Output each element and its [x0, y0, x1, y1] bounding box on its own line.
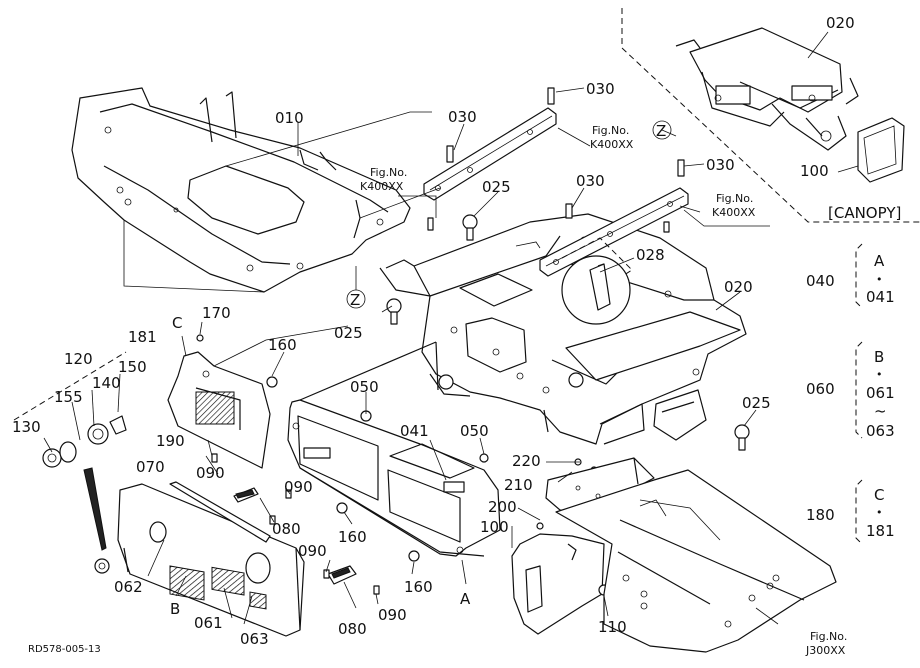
- label-063: 063: [240, 630, 269, 648]
- label-080-b: 080: [338, 620, 367, 638]
- fig-no-a: Fig.No.: [592, 124, 629, 137]
- bolts-025: [386, 214, 750, 451]
- label-210: 210: [504, 476, 533, 494]
- label-190: 190: [156, 432, 185, 450]
- dot-c: •: [876, 506, 883, 519]
- plates-080: [233, 487, 357, 585]
- canopy-section: [621, 8, 920, 223]
- marker-z-circle-b: [346, 289, 366, 309]
- detail-028: [561, 237, 633, 325]
- label-140: 140: [92, 374, 121, 392]
- label-060: 060: [806, 380, 835, 398]
- label-181-range: 181: [866, 522, 895, 540]
- marker-z-circle-a: [652, 120, 672, 140]
- marker-c: C: [172, 314, 182, 332]
- label-025-a: 025: [482, 178, 511, 196]
- label-061: 061: [194, 614, 223, 632]
- marker-a: A: [460, 590, 471, 608]
- label-181: 181: [128, 328, 157, 346]
- label-100-canopy: 100: [800, 162, 829, 180]
- fig-no-c: Fig.No.: [716, 192, 753, 205]
- label-028: 028: [636, 246, 665, 264]
- canopy-divider: [621, 8, 920, 223]
- label-025-b: 025: [334, 324, 363, 342]
- label-090-a: 090: [196, 464, 225, 482]
- tilde: ~: [874, 402, 887, 420]
- group-bracket-120: [13, 351, 127, 421]
- fig-code-c: K400XX: [712, 206, 756, 219]
- label-041: 041: [400, 422, 429, 440]
- label-050-a: 050: [350, 378, 379, 396]
- bracket-200: [511, 533, 610, 635]
- label-070: 070: [136, 458, 165, 476]
- fig-code-a: K400XX: [590, 138, 634, 151]
- phantom-line: [213, 325, 349, 367]
- label-041-range: 041: [866, 288, 895, 306]
- label-160-a: 160: [268, 336, 297, 354]
- phantom-line: [123, 220, 265, 293]
- label-100: 100: [480, 518, 509, 536]
- label-110: 110: [598, 618, 627, 636]
- label-030-d: 030: [706, 156, 735, 174]
- label-090-c: 090: [298, 542, 327, 560]
- label-080-a: 080: [272, 520, 301, 538]
- label-063-range: 063: [866, 422, 895, 440]
- label-020-main: 020: [724, 278, 753, 296]
- label-120: 120: [64, 350, 93, 368]
- labels: 010 030 030 030 030 025 025 025 028 020 …: [12, 14, 901, 657]
- main-frame-020: [379, 213, 747, 445]
- hinge-assembly: [13, 351, 127, 574]
- label-030-c: 030: [576, 172, 605, 190]
- label-180-c: C: [874, 486, 884, 504]
- label-040: 040: [806, 272, 835, 290]
- label-030-a: 030: [448, 108, 477, 126]
- bottom-panel-062: [117, 483, 305, 637]
- label-180: 180: [806, 506, 835, 524]
- label-040-a: A: [874, 252, 885, 270]
- fig-code-b: K400XX: [360, 180, 404, 193]
- label-170: 170: [202, 304, 231, 322]
- label-030-b: 030: [586, 80, 615, 98]
- label-010: 010: [275, 109, 304, 127]
- fig-code-d: J300XX: [805, 644, 846, 657]
- leader: [435, 341, 439, 391]
- marker-z-a: Z: [656, 122, 666, 140]
- label-155: 155: [54, 388, 83, 406]
- phantom-line: [225, 111, 432, 167]
- marker-z-b: Z: [350, 291, 360, 309]
- label-200: 200: [488, 498, 517, 516]
- floor-plate-010: [71, 87, 411, 293]
- label-160-c: 160: [404, 578, 433, 596]
- dot-b: •: [876, 368, 883, 381]
- label-020-canopy: 020: [826, 14, 855, 32]
- canopy-label: [CANOPY]: [828, 204, 901, 222]
- bolts-030: [427, 87, 685, 233]
- canopy-cover-100: [857, 117, 905, 183]
- strip-070: [169, 481, 271, 543]
- label-090-b: 090: [284, 478, 313, 496]
- canopy-frame-020: [675, 27, 859, 151]
- drawing-code: RD578-005-13: [28, 644, 101, 655]
- leader: [299, 341, 437, 401]
- fig-no-d: Fig.No.: [810, 630, 847, 643]
- label-050-b: 050: [460, 422, 489, 440]
- label-150: 150: [118, 358, 147, 376]
- label-061-range: 061: [866, 384, 895, 402]
- label-062: 062: [114, 578, 143, 596]
- dot-a: •: [876, 273, 883, 286]
- rail-right: [539, 187, 689, 277]
- marker-b: B: [170, 600, 180, 618]
- label-025-c: 025: [742, 394, 771, 412]
- label-220: 220: [512, 452, 541, 470]
- leader-lines: [43, 87, 779, 625]
- label-060-b: B: [874, 348, 884, 366]
- label-090-d: 090: [378, 606, 407, 624]
- label-130: 130: [12, 418, 41, 436]
- label-160-b: 160: [338, 528, 367, 546]
- bracket-181: [167, 351, 271, 469]
- fig-no-b: Fig.No.: [370, 166, 407, 179]
- range-brackets: [855, 243, 863, 545]
- floor-j300: [555, 469, 837, 653]
